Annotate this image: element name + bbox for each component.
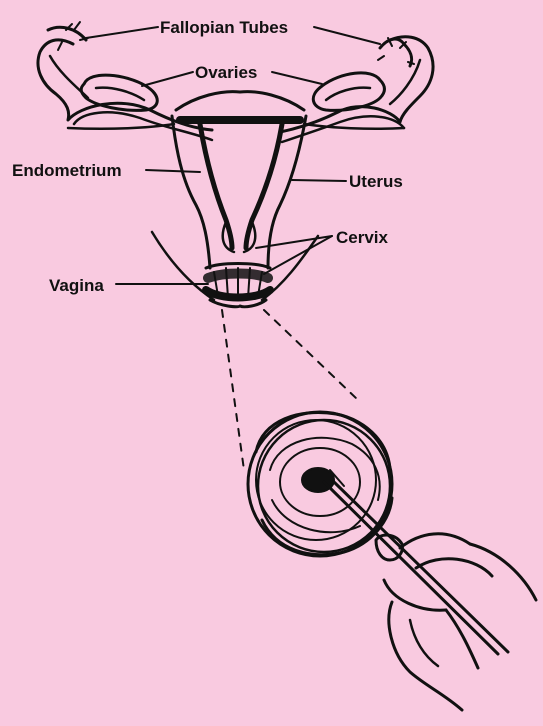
label-fallopian-tubes: Fallopian Tubes xyxy=(160,18,288,37)
label-ovaries: Ovaries xyxy=(195,63,257,82)
label-cervix: Cervix xyxy=(336,228,389,247)
label-uterus: Uterus xyxy=(349,172,403,191)
label-endometrium: Endometrium xyxy=(12,161,122,180)
label-vagina: Vagina xyxy=(49,276,104,295)
